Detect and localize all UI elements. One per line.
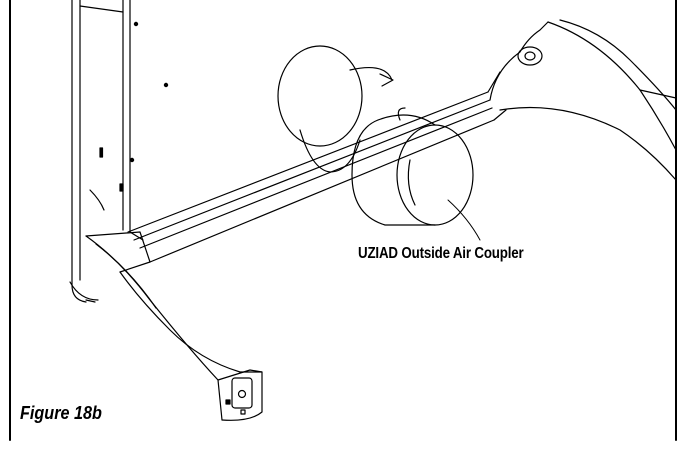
border-frame xyxy=(9,0,677,441)
figure-caption: Figure 18b xyxy=(20,403,102,423)
callout-leader-line xyxy=(447,199,481,241)
coupler-callout-label: UZIAD Outside Air Coupler xyxy=(358,245,524,262)
left-leg-bracket xyxy=(69,231,263,421)
stove-side-panel xyxy=(71,0,169,303)
coupler-ghost xyxy=(277,45,394,173)
right-leg-bracket xyxy=(489,19,677,181)
cross-rail xyxy=(127,71,507,263)
outside-air-coupler xyxy=(351,107,474,226)
